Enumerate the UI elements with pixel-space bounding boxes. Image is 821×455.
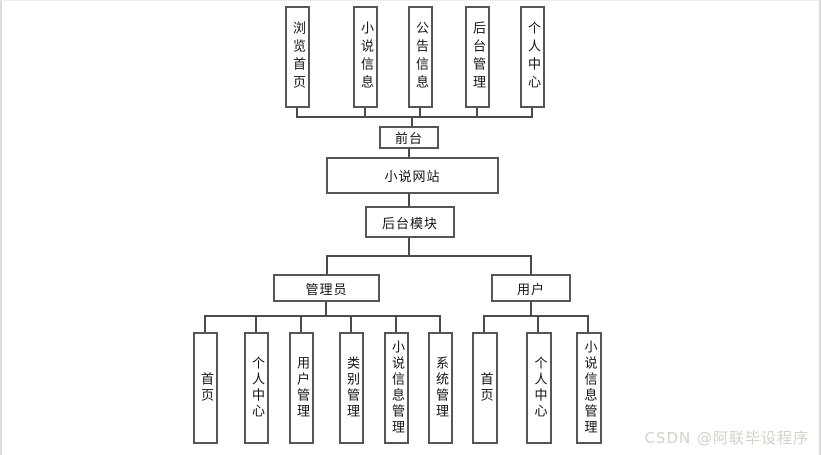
connector-line [255, 315, 257, 333]
connector-line [408, 192, 410, 207]
node-label: 用户 [516, 282, 545, 298]
node-user: 用户 [491, 274, 571, 302]
node-personal-center-top: 个人中心 [520, 6, 545, 108]
connector-line [408, 236, 410, 256]
connector-line [531, 108, 533, 118]
connector-line [364, 108, 366, 118]
node-label: 浏览首页 [290, 21, 305, 93]
node-user-personal-center: 个人中心 [526, 332, 552, 444]
node-announcement-info: 公告信息 [408, 6, 433, 108]
connector-line [326, 255, 328, 275]
node-label: 类别管理 [344, 356, 359, 420]
node-label: 个人中心 [249, 356, 264, 420]
connector-bus [483, 315, 589, 317]
node-user-home: 首页 [472, 332, 498, 444]
node-admin-personal-center: 个人中心 [244, 332, 269, 444]
node-label: 管理员 [305, 282, 348, 298]
node-user-novel-info-manage: 小说信息管理 [576, 332, 602, 444]
connector-line [419, 108, 421, 118]
node-label: 前台 [394, 132, 423, 147]
connector-line [530, 300, 532, 317]
connector-bus [204, 315, 441, 317]
connector-bus [296, 116, 533, 118]
node-label: 小说信息 [358, 21, 373, 93]
connector-line [439, 315, 441, 333]
node-novel-info: 小说信息 [353, 6, 378, 108]
connector-line [411, 116, 413, 127]
node-label: 系统管理 [433, 356, 448, 420]
node-backend-module: 后台模块 [365, 206, 455, 238]
node-label: 个人中心 [525, 21, 540, 93]
connector-line [395, 315, 397, 333]
node-label: 小说信息管理 [389, 340, 404, 436]
node-label: 小说信息管理 [581, 340, 597, 436]
node-frontend: 前台 [379, 126, 439, 149]
node-label: 小说网站 [384, 170, 441, 185]
node-browse-home: 浏览首页 [285, 6, 310, 108]
connector-line [408, 147, 410, 159]
node-root-novel-website: 小说网站 [326, 157, 499, 194]
node-backend-manage: 后台管理 [465, 6, 490, 108]
node-label: 个人中心 [531, 356, 547, 420]
node-label: 后台管理 [470, 21, 485, 93]
node-admin-user-manage: 用户管理 [289, 332, 314, 444]
connector-line [325, 300, 327, 317]
connector-line [350, 315, 352, 333]
node-label: 首页 [198, 372, 213, 404]
node-label: 公告信息 [413, 21, 428, 93]
node-label: 用户管理 [294, 356, 309, 420]
node-label: 首页 [477, 372, 493, 404]
node-admin-system-manage: 系统管理 [428, 332, 453, 444]
connector-line [537, 315, 539, 333]
node-admin-home: 首页 [193, 332, 218, 444]
connector-line [483, 315, 485, 333]
connector-bus [326, 255, 532, 257]
node-admin: 管理员 [273, 274, 380, 302]
node-label: 后台模块 [381, 216, 438, 232]
connector-line [296, 108, 298, 118]
csdn-watermark: CSDN @阿联毕设程序 [644, 429, 809, 447]
connector-line [530, 255, 532, 275]
connector-line [204, 315, 206, 333]
connector-line [587, 315, 589, 333]
connector-line [300, 315, 302, 333]
node-admin-novel-info-manage: 小说信息管理 [384, 332, 409, 444]
node-admin-category-manage: 类别管理 [339, 332, 364, 444]
connector-line [476, 108, 478, 118]
